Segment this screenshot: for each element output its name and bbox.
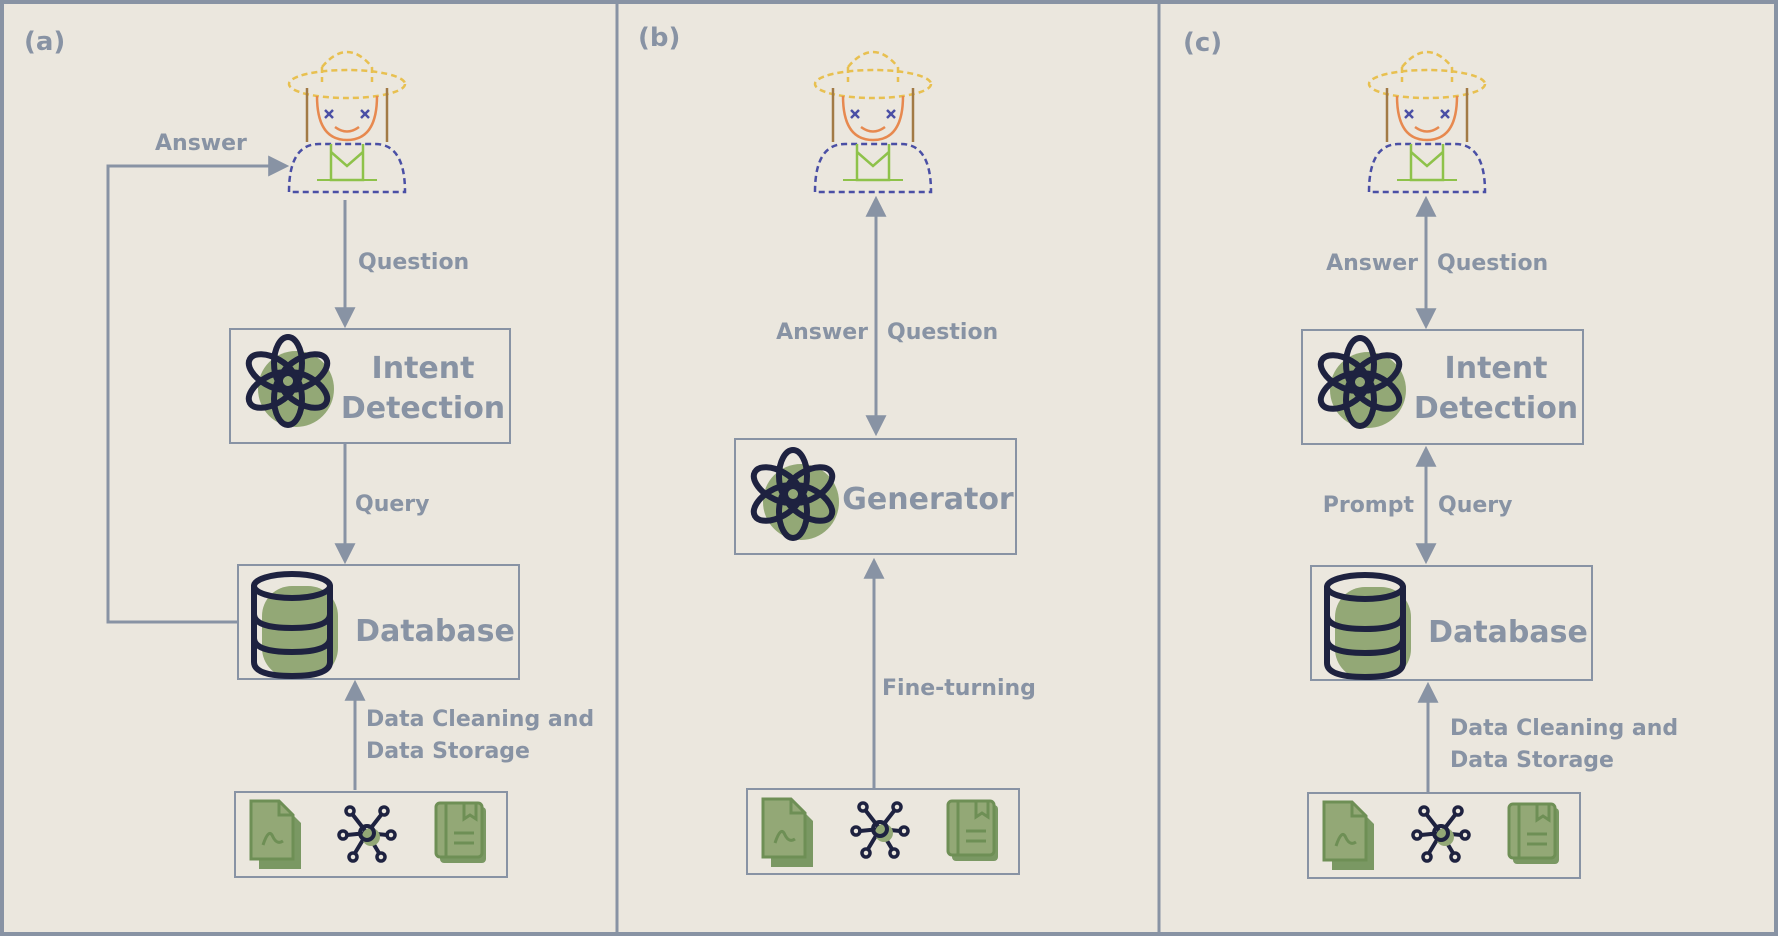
farmer-user-icon (1367, 50, 1487, 194)
panel-c: (c) Answer Question Intent Detection Pro… (1183, 28, 1678, 879)
notebook-icon (946, 799, 1000, 863)
panel-a: (a) Answer Question Intent Detection Que… (24, 27, 594, 878)
database-label: Database (355, 614, 515, 649)
farmer-user-icon (287, 50, 407, 194)
edge-label-answer: Answer (776, 320, 868, 345)
edge-label-question: Question (358, 250, 469, 275)
edge-label-question: Question (1437, 251, 1548, 276)
edge-label-ingest-1: Data Cleaning and (1450, 716, 1678, 741)
edge-label-question: Question (887, 320, 998, 345)
edge-label-ingest-2: Data Storage (1450, 748, 1614, 773)
panel-c-tag: (c) (1183, 28, 1222, 58)
panel-b: (b) Answer Question Generator Fine-turni… (638, 23, 1036, 875)
edge-label-finetune: Fine-turning (882, 676, 1036, 701)
edge-label-ingest-2: Data Storage (366, 739, 530, 764)
intent-label-line2: Detection (1414, 391, 1578, 426)
edge-label-query: Query (1438, 493, 1512, 518)
farmer-user-icon (813, 50, 933, 194)
answer-arrow (106, 155, 290, 624)
panel-a-tag: (a) (24, 27, 65, 57)
notebook-icon (434, 801, 488, 865)
edge-label-query: Query (355, 492, 429, 517)
notebook-icon (1507, 802, 1561, 866)
generator-label: Generator (842, 482, 1014, 517)
edge-label-answer: Answer (1326, 251, 1418, 276)
intent-label-line1: Intent (1445, 351, 1548, 386)
intent-label-line2: Detection (341, 391, 505, 426)
edge-label-prompt: Prompt (1323, 493, 1415, 518)
intent-label-line1: Intent (372, 351, 475, 386)
edge-label-ingest-1: Data Cleaning and (366, 707, 594, 732)
edge-label-answer: Answer (155, 131, 247, 156)
panel-b-tag: (b) (638, 23, 680, 53)
database-label: Database (1428, 615, 1588, 650)
